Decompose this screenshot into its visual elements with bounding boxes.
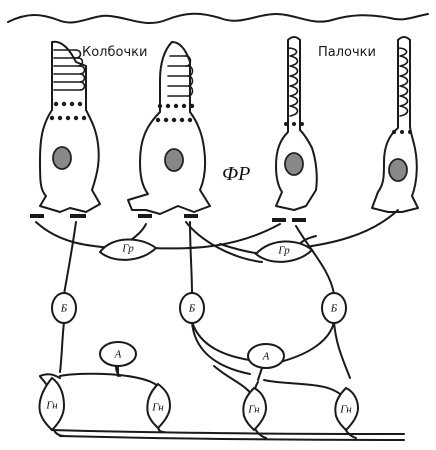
horizontal-cell-1: Гр	[100, 239, 156, 259]
svg-text:Гн: Гн	[151, 402, 164, 414]
rods-label: Палочки	[318, 45, 376, 60]
svg-text:Гн: Гн	[339, 404, 352, 416]
amacrine-cell-1: А	[100, 342, 136, 366]
horizontal-cell-2: Гр	[256, 241, 312, 261]
svg-text:Гн: Гн	[247, 404, 260, 416]
ganglion-cell-3: Гн	[243, 388, 266, 430]
pigment-layer-line	[8, 14, 428, 23]
svg-text:Б: Б	[60, 303, 68, 315]
svg-text:Гр: Гр	[277, 245, 290, 257]
cone-cell-1	[40, 42, 100, 212]
nucleus	[285, 153, 303, 175]
svg-text:Б: Б	[330, 303, 338, 315]
ganglion-cell-4: Гн	[335, 388, 358, 430]
bipolar-cell-3: Б	[322, 293, 346, 323]
svg-text:Гн: Гн	[45, 400, 58, 412]
cones-label: Колбочки	[82, 45, 147, 60]
bipolar-cell-1: Б	[52, 293, 76, 323]
nucleus	[165, 149, 183, 171]
svg-text:Б: Б	[188, 303, 196, 315]
rod-cell-2	[372, 37, 418, 212]
cone-cell-2	[128, 42, 210, 214]
svg-text:А: А	[262, 351, 270, 363]
ganglion-cell-1: Гн	[40, 378, 65, 430]
ganglion-cell-2: Гн	[147, 384, 170, 428]
synapse-bars	[30, 216, 306, 220]
nucleus	[389, 159, 407, 181]
svg-text:Гр: Гр	[121, 243, 134, 255]
amacrine-cell-2: А	[248, 344, 284, 368]
photoreceptors-label: ФР	[222, 163, 250, 185]
svg-text:А: А	[114, 349, 122, 361]
nucleus	[53, 147, 71, 169]
bipolar-cell-2: Б	[180, 293, 204, 323]
rod-cell-1	[276, 37, 317, 210]
